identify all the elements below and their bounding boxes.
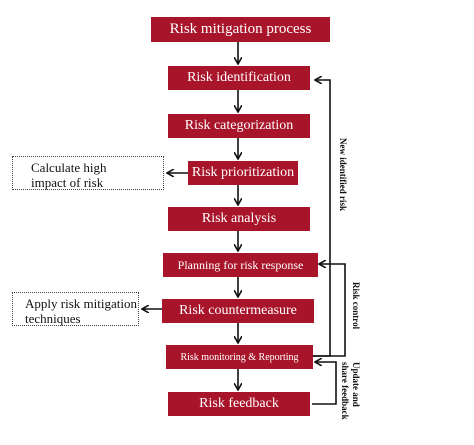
step-risk-analysis: Risk analysis — [168, 207, 310, 231]
step-label: Risk prioritization — [191, 165, 295, 180]
label-text: share feedback — [340, 362, 350, 420]
step-risk-feedback: Risk feedback — [168, 392, 310, 416]
note-line: impact of risk — [31, 175, 104, 190]
step-risk-countermeasure: Risk countermeasure — [162, 299, 314, 323]
step-label: Risk identification — [187, 70, 291, 85]
loop-risk-control — [310, 264, 346, 357]
step-risk-monitoring-reporting: Risk monitoring & Reporting — [166, 345, 313, 369]
note-line: Calculate high — [31, 160, 107, 175]
process-title: Risk mitigation process — [169, 21, 312, 37]
step-label: Risk categorization — [184, 118, 294, 133]
step-planning-for-risk-response: Planning for risk response — [163, 253, 318, 277]
step-risk-identification: Risk identification — [168, 66, 310, 90]
loop-update-feedback — [312, 362, 337, 405]
step-risk-prioritization: Risk prioritization — [188, 161, 298, 185]
note-calculate-high-impact: Calculate high impact of risk — [12, 156, 164, 190]
note-line: Apply risk mitigation — [25, 296, 137, 311]
step-label: Risk countermeasure — [179, 303, 297, 318]
step-label: Planning for risk response — [177, 257, 304, 272]
note-apply-mitigation-techniques: Apply risk mitigation techniques — [12, 292, 139, 326]
label-update-share-feedback: Update and share feedback — [339, 362, 361, 420]
step-label: Risk monitoring & Reporting — [180, 351, 299, 363]
label-new-identified-risk: New identified risk — [337, 138, 348, 211]
label-text: Update and — [351, 362, 361, 407]
step-label: Risk feedback — [199, 396, 279, 411]
step-risk-categorization: Risk categorization — [168, 114, 310, 138]
label-text: Risk control — [351, 282, 361, 330]
label-text: New identified risk — [338, 138, 348, 211]
step-label: Risk analysis — [201, 211, 277, 226]
note-line: techniques — [25, 311, 81, 326]
label-risk-control: Risk control — [350, 282, 361, 329]
process-title-box: Risk mitigation process — [151, 17, 330, 42]
